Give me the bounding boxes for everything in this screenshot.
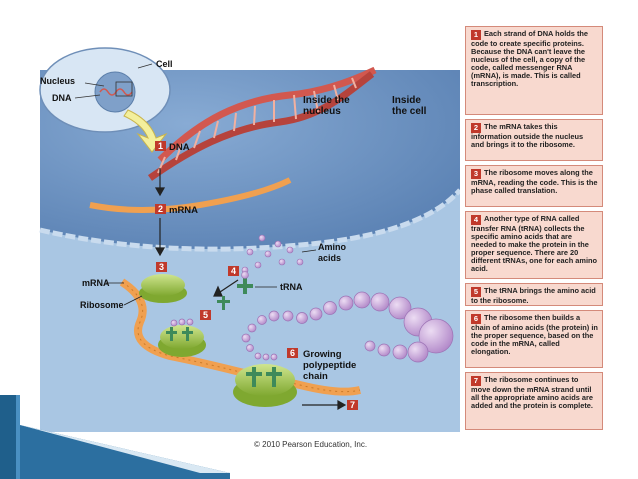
label-cell: Cell — [156, 59, 173, 69]
step-number: 2 — [471, 123, 481, 133]
badge-2: 2 — [155, 204, 166, 214]
step-text: The mRNA takes this information outside … — [471, 122, 584, 150]
step-text: Each strand of DNA holds the code to cre… — [471, 29, 589, 89]
mrna-strand-cytoplasm — [119, 278, 361, 396]
step-number: 1 — [471, 30, 481, 40]
mrna-strand-nucleus — [89, 177, 292, 213]
trna-molecule — [217, 278, 253, 310]
copyright-notice: © 2010 Pearson Education, Inc. — [254, 440, 368, 449]
label-amino-acids-1: Amino — [318, 242, 347, 252]
label-trna: tRNA — [280, 282, 303, 292]
label-nucleus: Nucleus — [40, 76, 75, 86]
label-inside-nucleus-2: nucleus — [303, 106, 341, 117]
label-mrna: mRNA — [169, 205, 198, 216]
polypeptide-chain — [170, 291, 454, 363]
svg-text:4: 4 — [231, 266, 236, 276]
nucleus-inset — [94, 71, 136, 113]
badge-1: 1 — [155, 141, 166, 151]
svg-text:5: 5 — [203, 310, 208, 320]
ribosome-2 — [158, 325, 206, 357]
badge-4: 4 — [228, 266, 239, 276]
svg-text:7: 7 — [350, 400, 355, 410]
label-ribosome: Ribosome — [80, 300, 124, 310]
decorative-swoosh — [0, 395, 230, 479]
badge-7: 7 — [347, 400, 358, 410]
ribosome-1 — [139, 274, 187, 303]
flow-arrows — [154, 168, 347, 411]
badge-5: 5 — [200, 310, 211, 320]
protein-synthesis-diagram: Cell Nucleus DNA Inside the nucleus Insi… — [39, 47, 460, 432]
zoom-box — [115, 81, 133, 97]
step-number: 7 — [471, 376, 481, 386]
label-inside-nucleus-1: Inside the — [303, 95, 350, 106]
label-dna-inset: DNA — [52, 93, 72, 103]
label-inside-cell-2: the cell — [392, 106, 427, 117]
label-inside-cell-1: Inside — [392, 95, 421, 106]
label-growing-3: chain — [303, 371, 328, 382]
step-text: The tRNA brings the amino acid to the ri… — [471, 286, 596, 305]
svg-text:2: 2 — [158, 204, 163, 214]
dna-helix — [147, 66, 377, 181]
nuclear-envelope — [39, 188, 460, 252]
step-number: 3 — [471, 169, 481, 179]
svg-text:1: 1 — [158, 141, 163, 151]
label-mrna-left: mRNA — [82, 278, 110, 288]
badge-3: 3 — [156, 262, 167, 272]
label-growing-1: Growing — [303, 349, 342, 360]
amino-acids-loose — [241, 234, 304, 279]
step-number: 4 — [471, 215, 481, 225]
svg-text:3: 3 — [159, 262, 164, 272]
step-text: The ribosome then builds a chain of amin… — [471, 313, 598, 357]
label-dna: DNA — [169, 142, 190, 153]
svg-text:6: 6 — [290, 348, 295, 358]
label-growing-2: polypeptide — [303, 360, 356, 371]
label-amino-acids-2: acids — [318, 253, 341, 263]
step-number: 5 — [471, 287, 481, 297]
badge-6: 6 — [287, 348, 298, 358]
ribosome-3 — [233, 364, 297, 407]
step-number: 6 — [471, 314, 481, 324]
step-text: The ribosome continues to move down the … — [471, 375, 593, 411]
step-text: Another type of RNA called transfer RNA … — [471, 214, 598, 274]
step-text: The ribosome moves along the mRNA, readi… — [471, 168, 598, 196]
